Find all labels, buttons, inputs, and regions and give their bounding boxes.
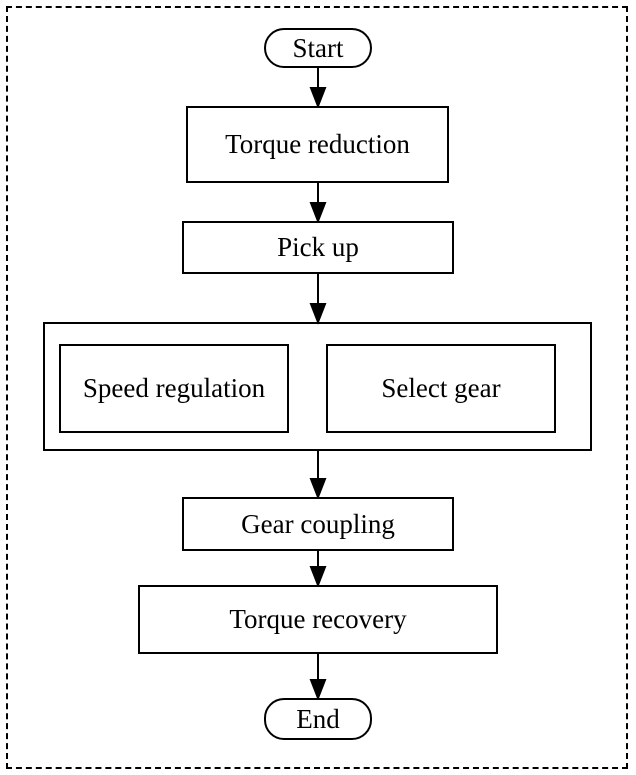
torque-recovery-step: Torque recovery — [138, 585, 498, 654]
end-terminal: End — [264, 698, 372, 740]
speed-regulation-label: Speed regulation — [82, 373, 266, 403]
torque-reduction-step: Torque reduction — [186, 106, 449, 183]
start-terminal: Start — [264, 28, 372, 68]
gear-coupling-label: Gear coupling — [241, 508, 395, 539]
select-gear-label: Select gear — [381, 373, 501, 403]
speed-regulation-step: Speed regulation — [59, 344, 289, 433]
start-label: Start — [292, 32, 344, 63]
torque-recovery-label: Torque recovery — [229, 604, 407, 634]
pick-up-label: Pick up — [277, 232, 359, 262]
pick-up-step: Pick up — [182, 221, 454, 274]
parallel-steps-group — [43, 322, 592, 451]
diagram-frame — [6, 6, 628, 769]
gear-coupling-step: Gear coupling — [182, 497, 454, 551]
select-gear-step: Select gear — [326, 344, 556, 433]
end-label: End — [296, 703, 340, 734]
torque-reduction-label: Torque reduction — [225, 129, 410, 159]
